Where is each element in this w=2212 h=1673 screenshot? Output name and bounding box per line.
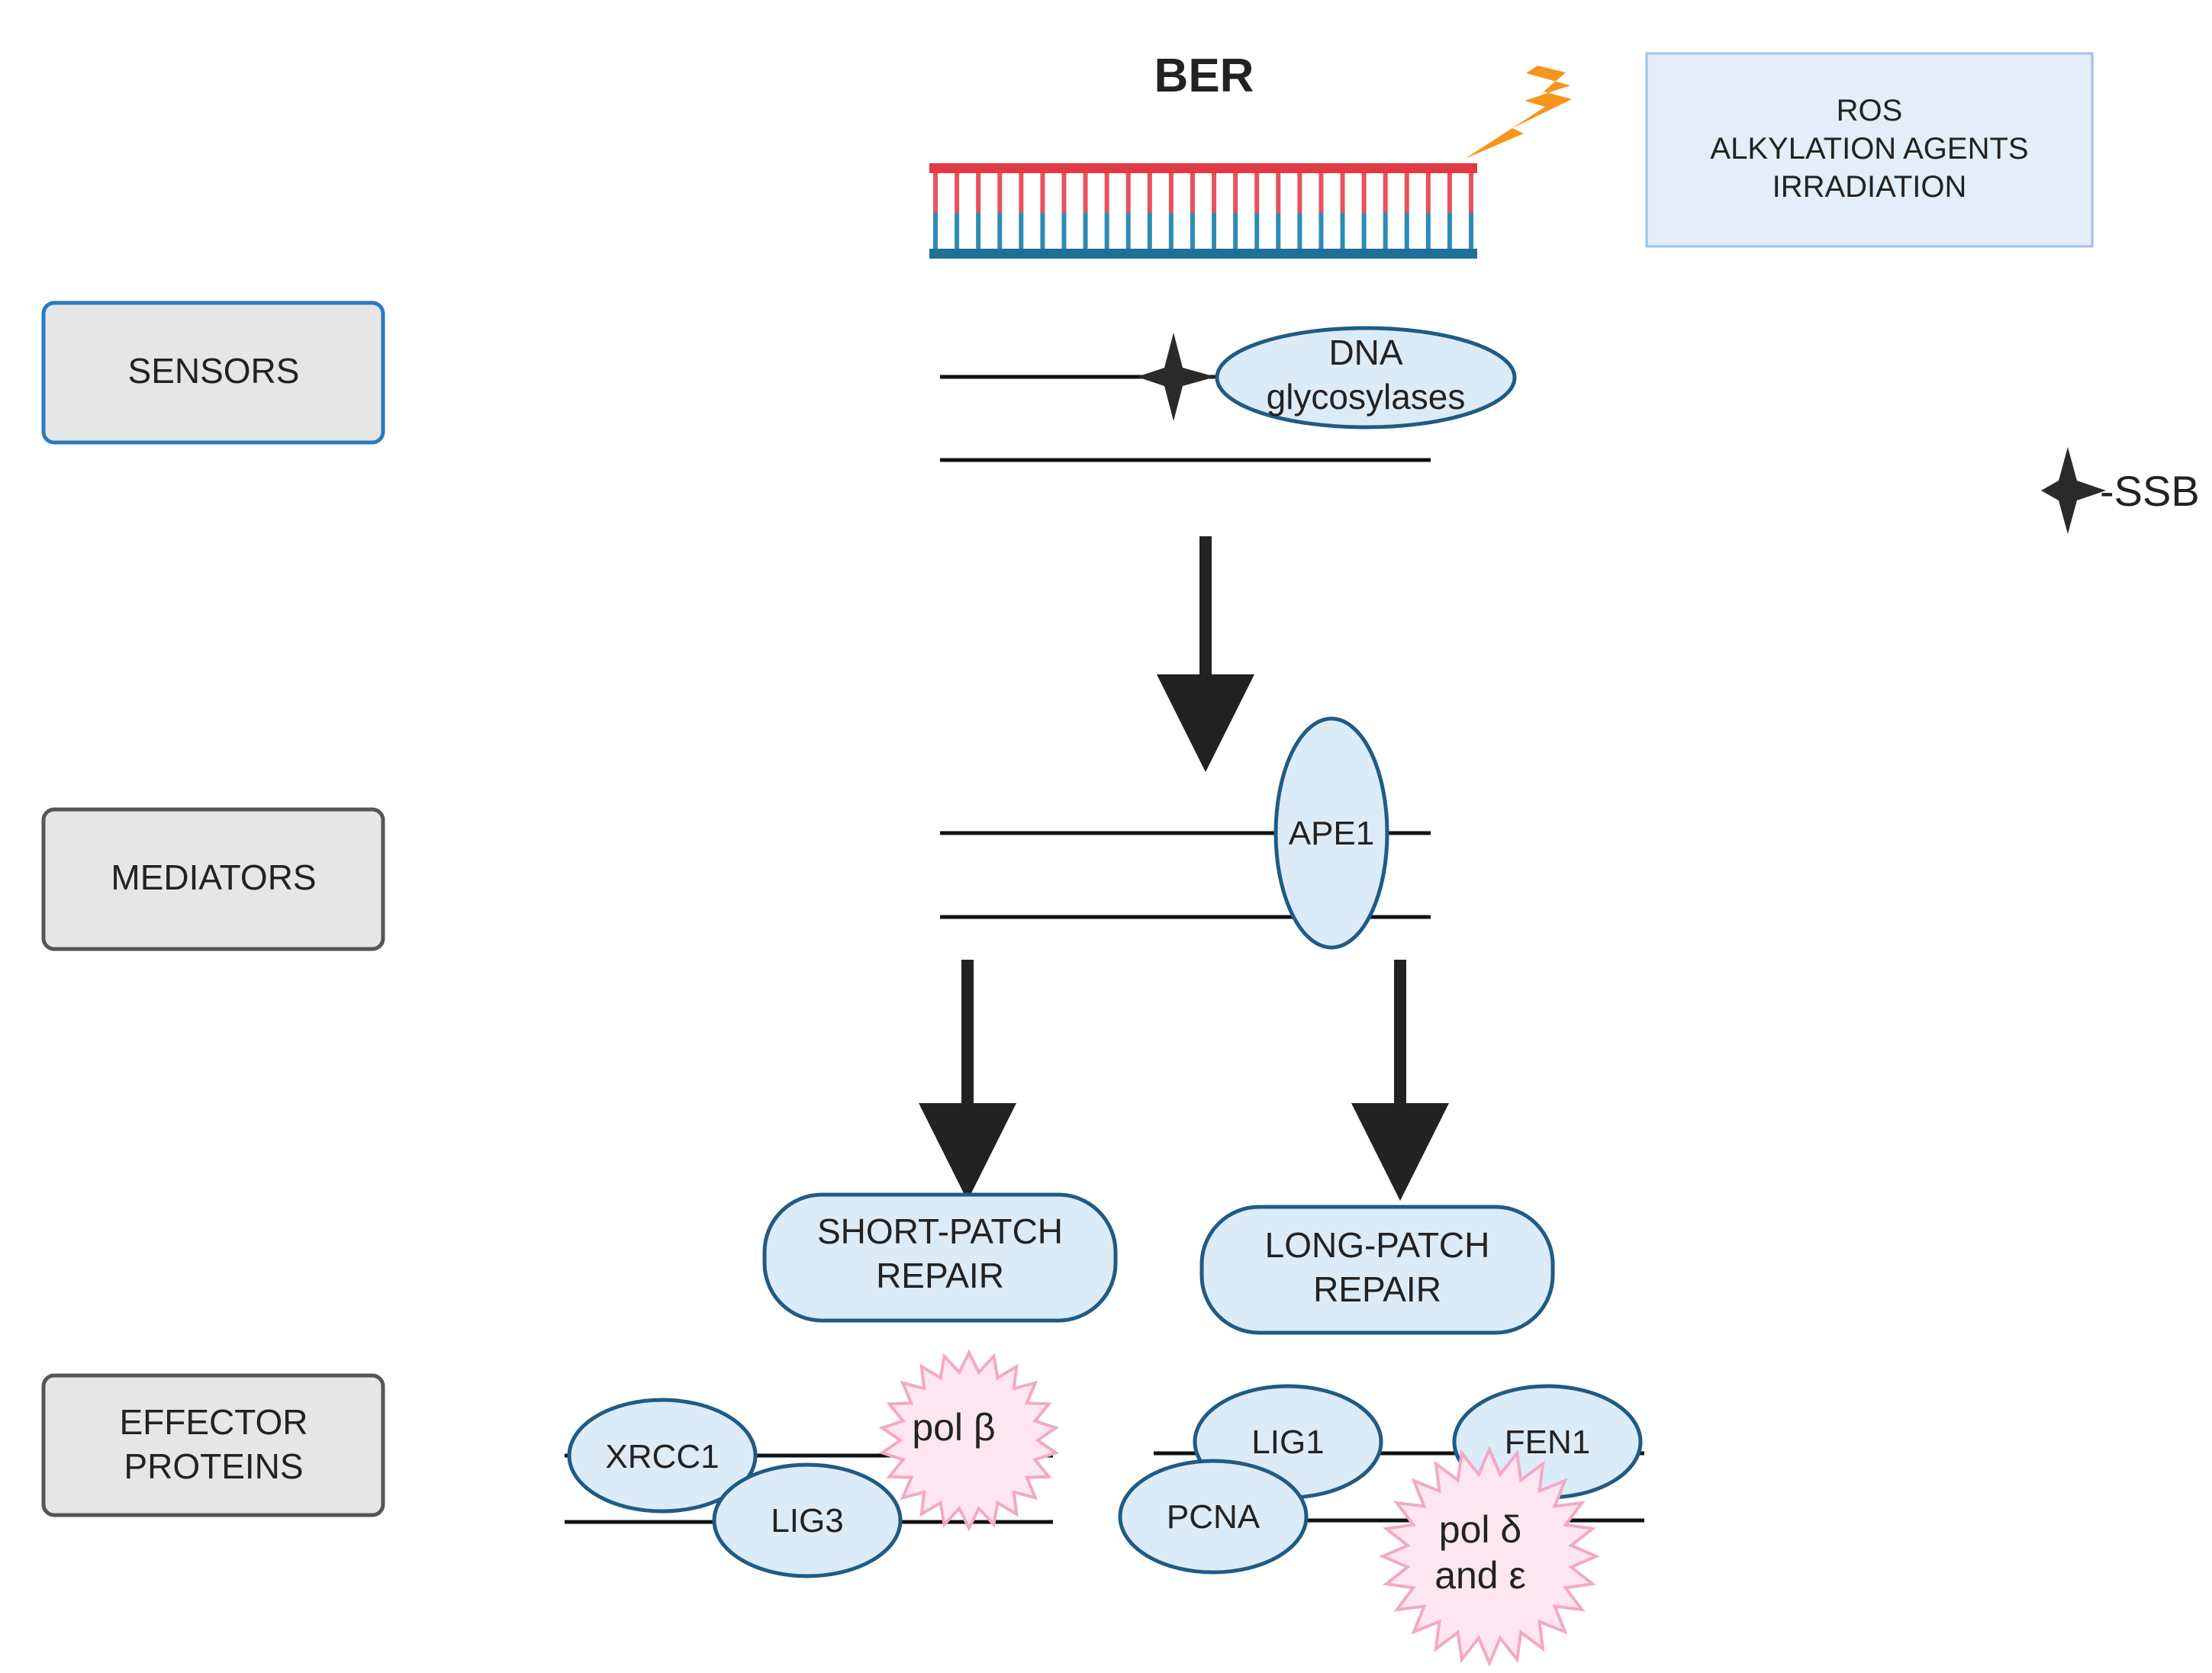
dna-base-pairs (933, 171, 1473, 251)
ssb-legend-label: -SSB (2100, 467, 2200, 515)
pcna-label: PCNA (1167, 1498, 1261, 1536)
dna-base-half-top (1340, 171, 1345, 213)
dna-base-half-top (1361, 171, 1367, 213)
dna-base-half-top (933, 171, 938, 213)
mediators-label: MEDIATORS (111, 857, 316, 897)
dna-base-half-top (1319, 171, 1324, 213)
xrcc1-label: XRCC1 (605, 1438, 719, 1475)
dna-base-half-bottom (1383, 213, 1388, 251)
dna-base-half-top (1147, 171, 1152, 213)
dna-base-half-top (1083, 171, 1088, 213)
dna-glycosylases-label-1: DNA (1328, 333, 1402, 372)
dna-base-half-top (1019, 171, 1024, 213)
dna-base-half-bottom (1319, 213, 1324, 251)
dna-base-half-bottom (1168, 213, 1174, 251)
dna-base-half-top (955, 171, 960, 213)
dna-base-half-bottom (1361, 213, 1367, 251)
dna-base-half-top (1425, 171, 1431, 213)
dna-base-half-top (1469, 171, 1473, 213)
ssb-lesion-icon (1137, 333, 1215, 421)
dna-bottom-strand (929, 249, 1477, 259)
dna-base-half-bottom (1040, 213, 1045, 251)
dna-base-half-bottom (1190, 213, 1195, 251)
damage-source-irradiation: IRRADIATION (1772, 170, 1967, 204)
pol-beta-label: pol β (912, 1406, 995, 1449)
damage-source-alkylation: ALKYLATION AGENTS (1710, 132, 2028, 166)
dna-base-half-bottom (1125, 213, 1131, 251)
dna-base-half-top (1404, 171, 1409, 213)
dna-top-strand (929, 163, 1477, 173)
lightning-icon (1465, 66, 1572, 159)
long-patch-repair-box (1199, 1205, 1555, 1335)
dna-base-half-bottom (1425, 213, 1431, 251)
dna-base-half-bottom (1469, 213, 1473, 251)
dna-base-half-top (1447, 171, 1452, 213)
dna-base-half-top (997, 171, 1003, 213)
dna-base-half-bottom (1212, 213, 1217, 251)
xrcc1-protein (567, 1398, 758, 1514)
dna-base-half-bottom (1104, 213, 1109, 251)
effector-proteins-label-1: EFFECTOR (119, 1402, 307, 1442)
dna-base-half-top (1190, 171, 1195, 213)
dna-base-half-bottom (1019, 213, 1024, 251)
short-patch-label-2: REPAIR (876, 1256, 1004, 1295)
long-patch-label-1: LONG-PATCH (1265, 1225, 1490, 1265)
short-patch-repair-box (762, 1192, 1118, 1323)
dna-base-half-top (1168, 171, 1174, 213)
dna-glycosylases-label-2: glycosylases (1267, 377, 1466, 417)
pol-delta-label-1: pol δ (1439, 1508, 1521, 1551)
dna-base-half-bottom (976, 213, 981, 251)
dna-base-half-top (1297, 171, 1302, 213)
dna-base-half-bottom (1147, 213, 1152, 251)
dna-base-half-bottom (1340, 213, 1345, 251)
dna-double-helix (929, 163, 1477, 259)
dna-base-half-bottom (1276, 213, 1281, 251)
lig3-protein (712, 1462, 903, 1578)
dna-base-half-bottom (1233, 213, 1238, 251)
pol-beta-protein (878, 1349, 1060, 1532)
ssb-legend-icon (2041, 447, 2106, 534)
ape1-protein (1273, 716, 1389, 950)
effector-proteins-box (41, 1373, 385, 1517)
dna-base-half-top (1061, 171, 1067, 213)
dna-base-half-top (1125, 171, 1131, 213)
dna-base-half-bottom (1083, 213, 1088, 251)
dna-base-half-top (1254, 171, 1260, 213)
dna-base-half-bottom (1061, 213, 1067, 251)
mediators-box (41, 807, 385, 951)
dna-glycosylases-protein (1215, 326, 1517, 430)
short-patch-label-1: SHORT-PATCH (817, 1211, 1063, 1251)
pol-delta-epsilon-protein (1378, 1445, 1601, 1668)
dna-base-half-bottom (1254, 213, 1260, 251)
dna-base-half-top (976, 171, 981, 213)
dna-base-half-top (1233, 171, 1238, 213)
dna-base-half-top (1104, 171, 1109, 213)
dna-base-half-bottom (1404, 213, 1409, 251)
sensors-label: SENSORS (128, 351, 300, 391)
effector-proteins-label-2: PROTEINS (124, 1446, 303, 1486)
dna-base-half-top (1276, 171, 1281, 213)
long-patch-label-2: REPAIR (1313, 1269, 1441, 1309)
ape1-label: APE1 (1289, 815, 1375, 852)
dna-base-half-top (1212, 171, 1217, 213)
dna-base-half-bottom (1297, 213, 1302, 251)
dna-base-half-top (1383, 171, 1388, 213)
dna-base-half-bottom (933, 213, 938, 251)
dna-base-half-bottom (997, 213, 1003, 251)
damage-sources-box (1645, 52, 2094, 248)
lig1-label: LIG1 (1251, 1424, 1324, 1461)
diagram-title: BER (1154, 50, 1254, 102)
dna-base-half-top (1040, 171, 1045, 213)
pol-delta-label-2: and ε (1434, 1554, 1526, 1597)
lig3-label: LIG3 (771, 1502, 843, 1539)
pcna-protein (1118, 1459, 1309, 1575)
dna-base-half-bottom (1447, 213, 1452, 251)
sensors-box (41, 301, 385, 445)
dna-base-half-bottom (955, 213, 960, 251)
damage-source-ros: ROS (1837, 94, 1903, 127)
